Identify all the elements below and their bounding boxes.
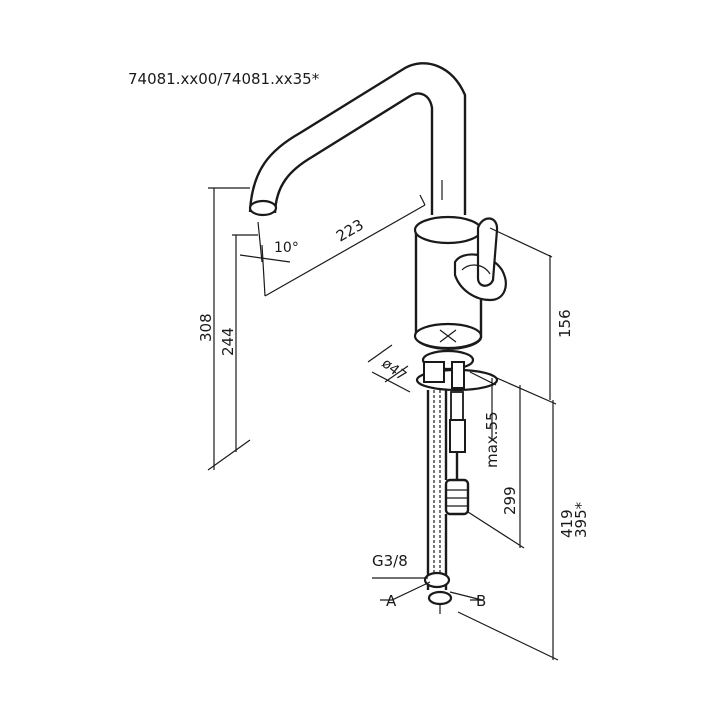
lever-handle [453,217,507,302]
mounting-assembly [415,349,499,614]
dim-156: 156 [556,309,574,338]
dim-419: 419 [558,509,576,538]
dim-diameter: ø47 [379,356,410,385]
dim-308: 308 [197,313,215,342]
dim-299: 299 [501,486,519,515]
dim-244: 244 [219,327,237,356]
dimension-lines [207,187,559,661]
dim-angle: 10° [274,240,299,256]
model-title: 74081.xx00/74081.xx35* [128,70,320,88]
dim-max-55: max.55 [483,411,501,468]
thread-label: G3/8 [372,552,408,570]
connection-a-label: A [386,592,397,610]
dim-395: 395* [572,501,590,538]
spout [248,62,467,217]
connection-b-label: B [476,592,486,610]
